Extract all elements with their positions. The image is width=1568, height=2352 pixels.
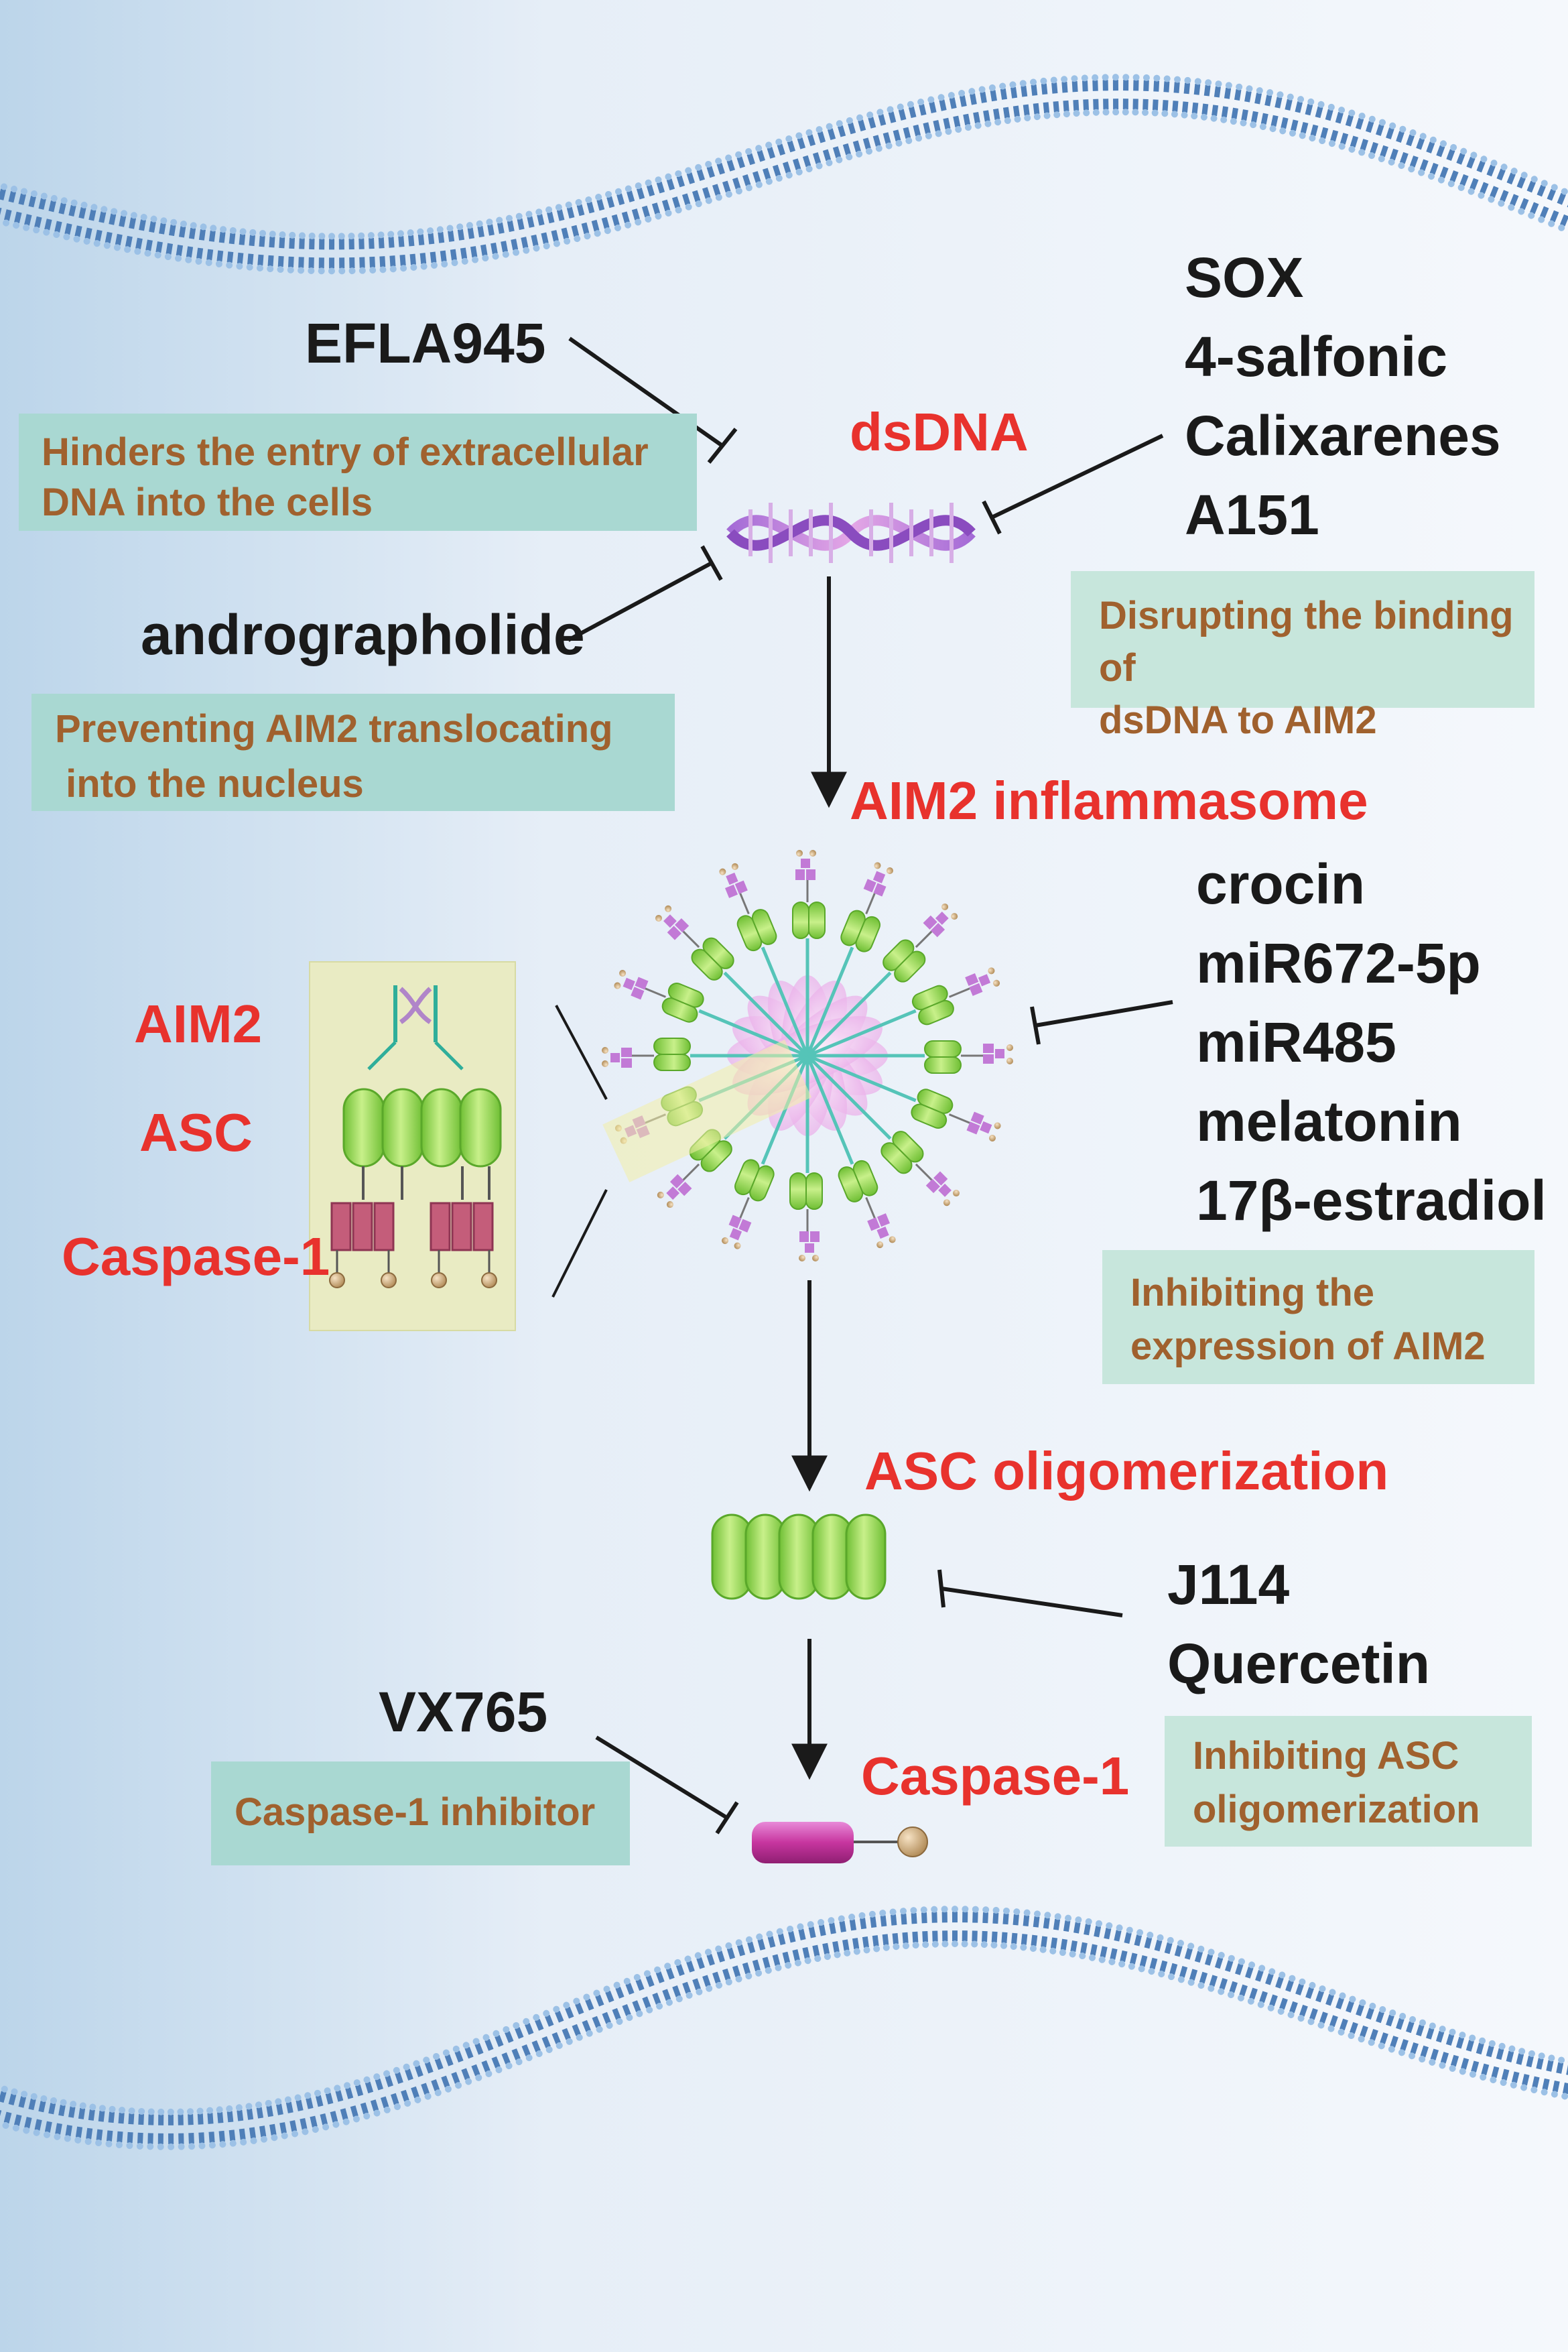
inhibitor-mir672-5p: miR672-5p	[1196, 932, 1481, 995]
inhibit-line-efla945	[568, 336, 724, 448]
vx765-label: VX765	[379, 1680, 548, 1743]
asc-oligomer-icon	[711, 1513, 887, 1600]
dsdna-helix-icon	[726, 503, 976, 563]
dna-binding-inhibitor-list: SOX 4-salfonic Calixarenes A151	[1185, 238, 1501, 554]
asc-oligo-note: Inhibiting ASC oligomerization	[1165, 1716, 1532, 1847]
inhibitor-4-salfonic: 4-salfonic	[1185, 325, 1448, 388]
inhibitor-sox: SOX	[1185, 246, 1304, 309]
asc-oligo-inhibitor-list: J114 Quercetin	[1167, 1545, 1430, 1703]
inhibit-bar-efla945	[707, 428, 738, 464]
cell-membrane-top	[0, 74, 1568, 275]
inhibitor-j114: J114	[1167, 1553, 1290, 1616]
efla945-note-line2: DNA into the cells	[42, 481, 373, 524]
andrographolide-note-line1: Preventing AIM2 translocating	[55, 707, 613, 751]
inhibit-bar-andrographolide	[700, 545, 723, 581]
inhibit-line-asc-oligo	[941, 1587, 1123, 1617]
inhibitor-melatonin: melatonin	[1196, 1090, 1462, 1153]
caspase1-icon	[752, 1822, 928, 1863]
asc-oligo-note-line2: oligomerization	[1193, 1788, 1480, 1831]
efla945-note-line1: Hinders the entry of extracellular	[42, 430, 649, 474]
inhibitor-quercetin: Quercetin	[1167, 1632, 1431, 1695]
inhibit-line-dna-binding	[990, 434, 1164, 519]
dna-binding-note: Disrupting the binding of dsDNA to AIM2	[1071, 571, 1534, 742]
inhibit-bar-dna-binding	[982, 500, 1002, 535]
dsdna-label: dsDNA	[850, 402, 1029, 462]
dna-binding-note-line2: dsDNA to AIM2	[1099, 698, 1377, 742]
efla945-label: EFLA945	[305, 312, 546, 375]
inhibit-bar-asc-oligo	[937, 1569, 945, 1608]
andrographolide-note-line2: into the nucleus	[55, 762, 364, 806]
inhibit-bar-vx765	[715, 1801, 739, 1835]
inhibitor-a151: A151	[1185, 483, 1319, 546]
inhibitor-mir485: miR485	[1196, 1011, 1396, 1074]
efla945-note: Hinders the entry of extracellular DNA i…	[19, 414, 697, 531]
vx765-note-line1: Caspase-1 inhibitor	[235, 1790, 596, 1834]
asc-oligo-note-line1: Inhibiting ASC	[1193, 1734, 1459, 1778]
aim2-expression-note-line2: expression of AIM2	[1130, 1324, 1486, 1368]
inhibitor-crocin: crocin	[1196, 853, 1366, 916]
legend-aim2-label: AIM2	[134, 994, 263, 1054]
asc-oligomerization-label: ASC oligomerization	[864, 1441, 1389, 1501]
inhibit-line-vx765	[595, 1735, 728, 1820]
vx765-note: Caspase-1 inhibitor	[211, 1761, 630, 1865]
aim2-inflammasome-icon	[602, 850, 1013, 1261]
dna-binding-note-line1: Disrupting the binding of	[1099, 594, 1514, 690]
legend-caspase1-label: Caspase-1	[62, 1227, 330, 1286]
inhibit-line-aim2-expression	[1035, 1000, 1173, 1028]
inhibitor-17b-estradiol: 17β-estradiol	[1196, 1169, 1547, 1232]
caspase1-label: Caspase-1	[861, 1746, 1130, 1806]
callout-line-top	[555, 1005, 608, 1100]
callout-line-bottom	[551, 1189, 608, 1298]
aim2-expression-inhibitor-list: crocin miR672-5p miR485 melatonin 17β-es…	[1196, 845, 1547, 1240]
legend-asc-label: ASC	[139, 1103, 253, 1162]
inhibit-bar-aim2-expression	[1030, 1006, 1041, 1045]
cell-membrane-bottom	[0, 1906, 1568, 2150]
inhibit-line-andrographolide	[567, 561, 713, 642]
andrographolide-note: Preventing AIM2 translocating into the n…	[31, 694, 675, 811]
aim2-expression-note: Inhibiting the expression of AIM2	[1102, 1250, 1534, 1384]
aim2-expression-note-line1: Inhibiting the	[1130, 1271, 1375, 1314]
andrographolide-label: andrographolide	[141, 603, 585, 666]
aim2-inflammasome-label: AIM2 inflammasome	[850, 771, 1368, 830]
inhibitor-calixarenes: Calixarenes	[1185, 404, 1501, 467]
legend-panel	[309, 961, 516, 1331]
